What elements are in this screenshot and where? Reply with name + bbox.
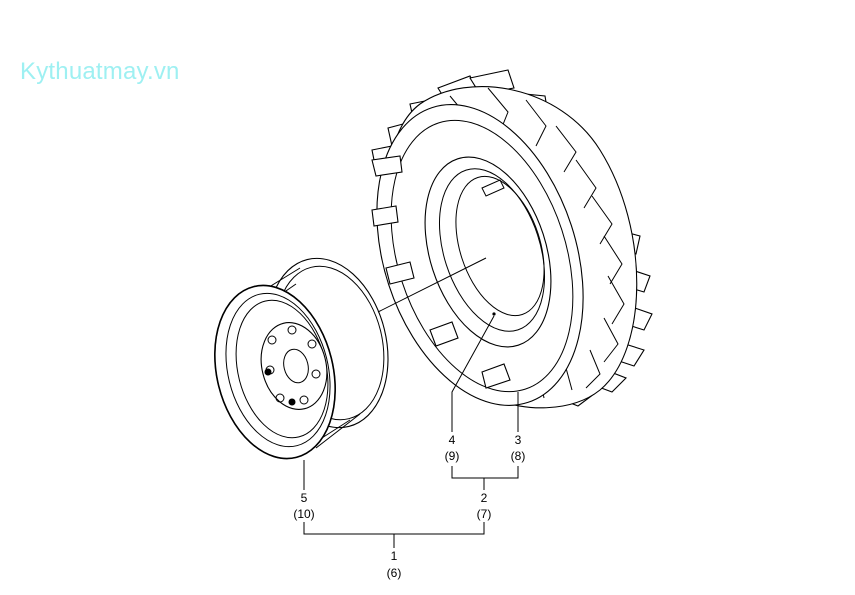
callout-2-qty: (7) bbox=[477, 507, 492, 521]
callout-part-4: 4 (9) bbox=[445, 433, 460, 463]
callout-part-3: 3 (8) bbox=[511, 433, 526, 463]
callout-4-qty: (9) bbox=[445, 449, 460, 463]
callout-part-2: 2 (7) bbox=[477, 491, 492, 521]
stud-holes bbox=[265, 325, 321, 405]
callout-5-number: 5 bbox=[301, 491, 308, 505]
callout-3-qty: (8) bbox=[511, 449, 526, 463]
watermark-text: Kythuatmay.vn bbox=[20, 58, 180, 85]
callout-part-5: 5 (10) bbox=[293, 491, 314, 521]
callout-4-number: 4 bbox=[449, 433, 456, 447]
callout-5-qty: (10) bbox=[293, 507, 314, 521]
callout-2-number: 2 bbox=[481, 491, 488, 505]
rim-drawing bbox=[214, 257, 389, 460]
callout-3-number: 3 bbox=[515, 433, 522, 447]
leader-lines bbox=[303, 257, 519, 548]
callout-part-1: 1 (6) bbox=[387, 549, 402, 580]
callout-1-number: 1 bbox=[391, 549, 398, 563]
tire-drawing bbox=[371, 69, 653, 409]
callout-1-qty: (6) bbox=[387, 566, 402, 580]
